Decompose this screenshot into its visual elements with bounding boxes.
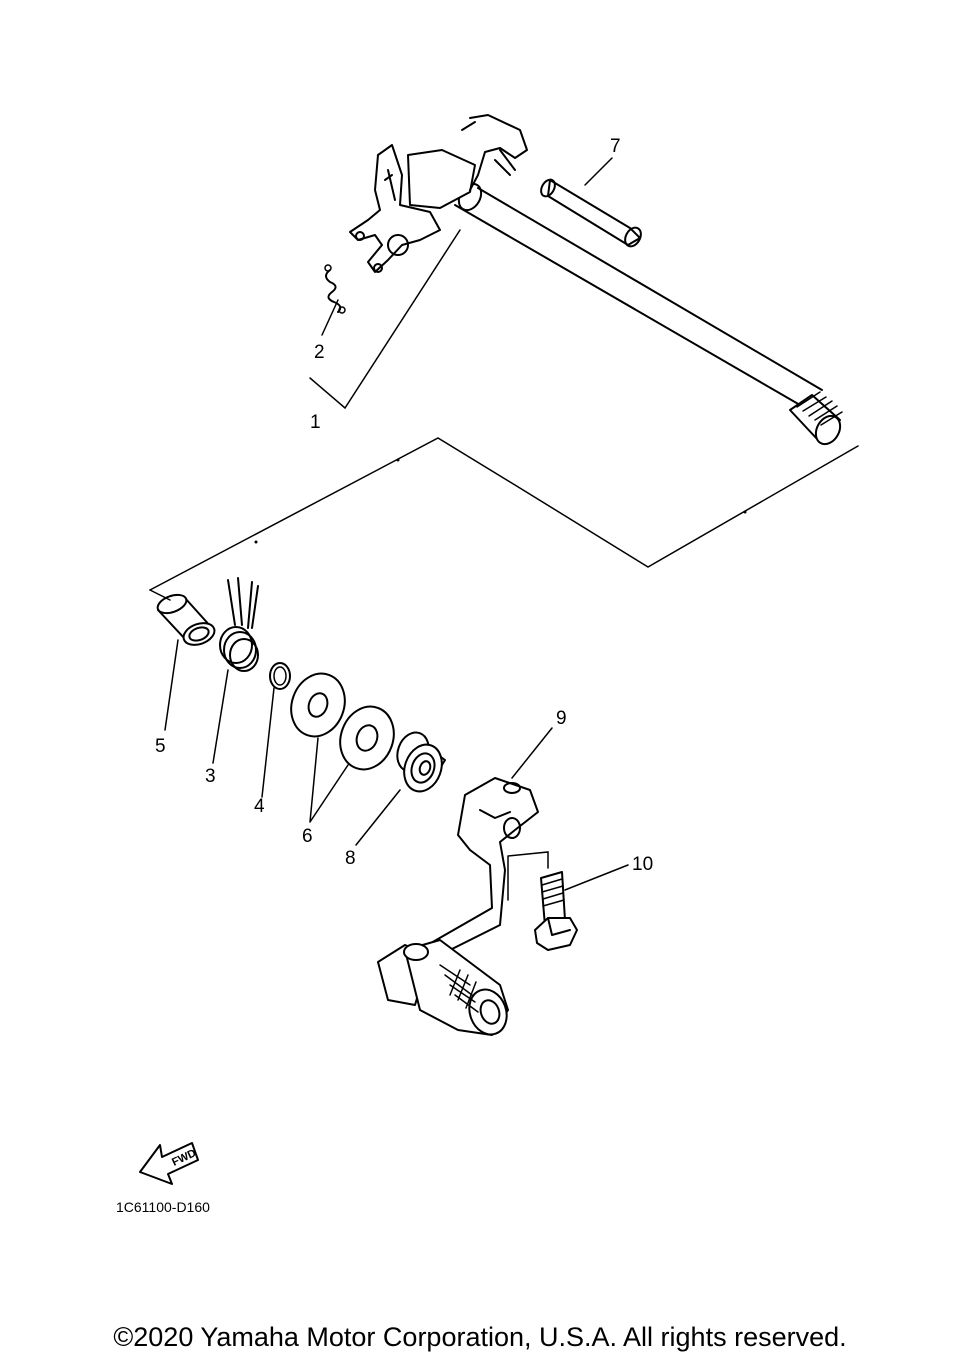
callout-1: 1: [310, 412, 321, 433]
pin: [540, 178, 642, 248]
callout-3: 3: [205, 766, 216, 787]
copyright-notice: ©2020 Yamaha Motor Corporation, U.S.A. A…: [113, 1322, 847, 1352]
callout-5: 5: [155, 736, 166, 757]
callout-10: 10: [632, 854, 653, 875]
callout-2: 2: [314, 342, 325, 363]
bolt: [534, 871, 578, 951]
small-spring: [324, 264, 346, 314]
shift-pedal: [377, 777, 539, 1036]
shift-shaft: [349, 114, 843, 446]
callout-4: 4: [254, 796, 265, 817]
washer-1: [290, 672, 346, 738]
drawing-code: 1C61100-D160: [116, 1199, 210, 1215]
shaft-spline-end: [789, 391, 843, 446]
leader-lines: [164, 157, 629, 891]
torsion-spring: [219, 577, 259, 672]
circlip: [269, 662, 291, 690]
callout-9: 9: [556, 708, 567, 729]
callout-7: 7: [610, 136, 621, 157]
fwd-arrow-icon: FWD: [139, 1142, 199, 1185]
bearing: [396, 731, 446, 793]
callout-8: 8: [345, 848, 356, 869]
assembly-outline: [149, 437, 859, 901]
callout-6: 6: [302, 826, 313, 847]
collar: [156, 593, 216, 646]
washer-2: [339, 705, 395, 771]
